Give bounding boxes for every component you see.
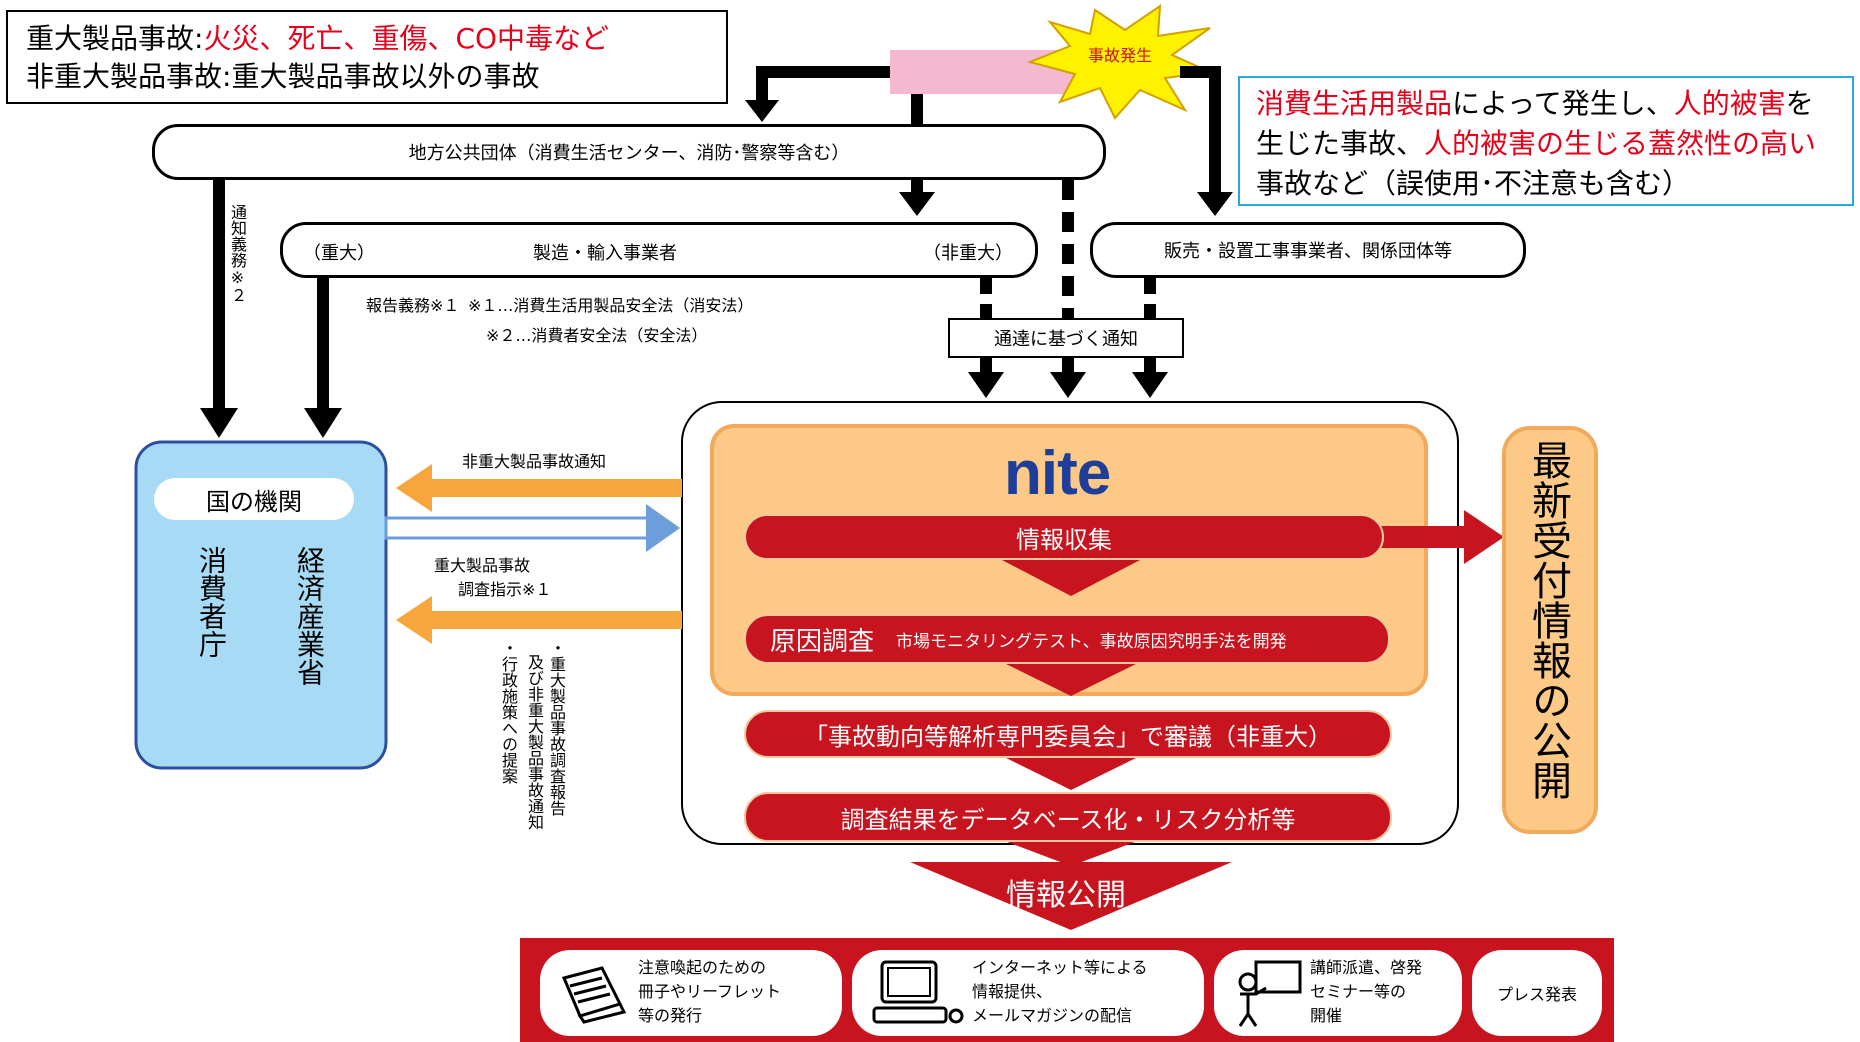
output-press-text: プレス発表 [1496, 985, 1577, 1004]
nonserious-notice-label: 非重大製品事故通知 [462, 452, 607, 471]
consumer-agency-label: 消費者庁 [195, 546, 228, 658]
definition-box: 消費生活用製品によって発生し、人的被害を生じた事故、人的被害の生じる蓋然性の高い… [1238, 76, 1854, 206]
nite-logo: nite [1004, 439, 1111, 508]
booklet-icon [561, 966, 627, 1024]
manufacturer-nonserious: （非重大） [923, 243, 1013, 264]
local-government-box: 地方公共団体（消費生活センター、消防･警察等含む） [152, 124, 1106, 180]
arrow-to-latest-info [1464, 510, 1504, 564]
definition-part6: 事故など（誤使用･不注意も含む） [1256, 167, 1691, 200]
lecturer-icon [1238, 960, 1302, 1027]
database-pill: 調査結果をデータベース化・リスク分析等 [744, 792, 1392, 842]
report-label-col3: ・行政施策への提案 [499, 640, 518, 784]
publish-label: 情報公開 [1006, 878, 1126, 913]
circular-notice-box: 通達に基づく通知 [948, 318, 1184, 358]
latest-info-box [1502, 426, 1598, 834]
incident-label: 事故発生 [1088, 46, 1153, 65]
legend-nonserious-label: 非重大製品事故: [26, 60, 232, 93]
retailer-box: 販売・設置工事事業者、関係団体等 [1090, 222, 1526, 278]
legend-serious-examples: 火災、死亡、重傷、CO中毒など [203, 22, 610, 55]
latest-info-label: 最新受付情報の公開 [1525, 440, 1571, 800]
legend-serious-label: 重大製品事故: [26, 22, 204, 55]
circular-notice-label: 通達に基づく通知 [994, 329, 1138, 350]
output-internet: インターネット等による 情報提供、 メールマガジンの配信 [852, 950, 1204, 1036]
cause-investigation-title: 原因調査 [770, 626, 875, 657]
definition-part2: によって発生し、 [1452, 87, 1674, 120]
arrow-report-duty [304, 408, 342, 438]
arrow-to-localgov [756, 66, 890, 108]
report-duty-label: 報告義務※１ [366, 296, 460, 315]
legend-nonserious-desc: 重大製品事故以外の事故 [231, 60, 540, 93]
government-title: 国の機関 [206, 487, 302, 516]
law-note-1: ※１…消費生活用製品安全法（消安法） [468, 296, 754, 315]
info-collect-label: 情報収集 [1016, 525, 1112, 554]
database-label: 調査結果をデータベース化・リスク分析等 [840, 805, 1296, 834]
serious-instruction-label-2: 調査指示※１ [458, 580, 552, 599]
info-collect-pill: 情報収集 [744, 514, 1384, 560]
committee-label: 「事故動向等解析専門委員会」で審議（非重大） [804, 722, 1332, 751]
notify-duty-label: 通知義務※２ [228, 204, 247, 303]
definition-part4: を生じた事故、 [1256, 87, 1814, 160]
output-seminar-text: 講師派遣、啓発 セミナー等の 開催 [1310, 958, 1423, 1025]
serious-instruction-label-1: 重大製品事故 [434, 556, 531, 575]
incident-burst [1026, 4, 1214, 120]
arrow-notify-duty [200, 408, 238, 438]
legend-box: 重大製品事故:火災、死亡、重傷、CO中毒など 非重大製品事故:重大製品事故以外の… [6, 10, 728, 104]
output-seminar: 講師派遣、啓発 セミナー等の 開催 [1214, 950, 1462, 1036]
report-label-col2: 及び非重大製品事故通知 [525, 654, 544, 830]
meti-label: 経済産業省 [293, 546, 326, 686]
local-government-label: 地方公共団体（消費生活センター、消防･警察等含む） [408, 143, 850, 164]
output-booklets-text: 注意喚起のための 冊子やリーフレット 等の発行 [638, 958, 782, 1025]
cause-investigation-detail: 市場モニタリングテスト、事故原因究明手法を開発 [896, 631, 1287, 652]
cause-investigation-pill: 原因調査 市場モニタリングテスト、事故原因究明手法を開発 [744, 614, 1390, 664]
report-label-col1: ・重大製品事故調査報告 [547, 640, 566, 816]
output-internet-text: インターネット等による 情報提供、 メールマガジンの配信 [972, 958, 1148, 1025]
manufacturer-title: 製造・輸入事業者 [533, 243, 677, 264]
committee-pill: 「事故動向等解析専門委員会」で審議（非重大） [744, 710, 1392, 758]
definition-part3: 人的被害 [1673, 87, 1786, 120]
arrow-to-retailer [1180, 66, 1221, 200]
publish-arrow [910, 862, 1232, 930]
manufacturer-box: （重大） 製造・輸入事業者 （非重大） [280, 222, 1038, 278]
government-title-pill: 国の機関 [154, 478, 354, 520]
retailer-label: 販売・設置工事事業者、関係団体等 [1164, 241, 1452, 262]
computer-icon [872, 960, 964, 1024]
output-booklets: 注意喚起のための 冊子やリーフレット 等の発行 [540, 950, 842, 1036]
definition-part5: 人的被害の生じる蓋然性の高い [1424, 127, 1817, 160]
law-note-2: ※２…消費者安全法（安全法） [486, 326, 708, 345]
manufacturer-serious: （重大） [303, 243, 375, 264]
government-box [134, 440, 388, 770]
output-press: プレス発表 [1472, 950, 1602, 1036]
definition-part1: 消費生活用製品 [1256, 87, 1453, 120]
